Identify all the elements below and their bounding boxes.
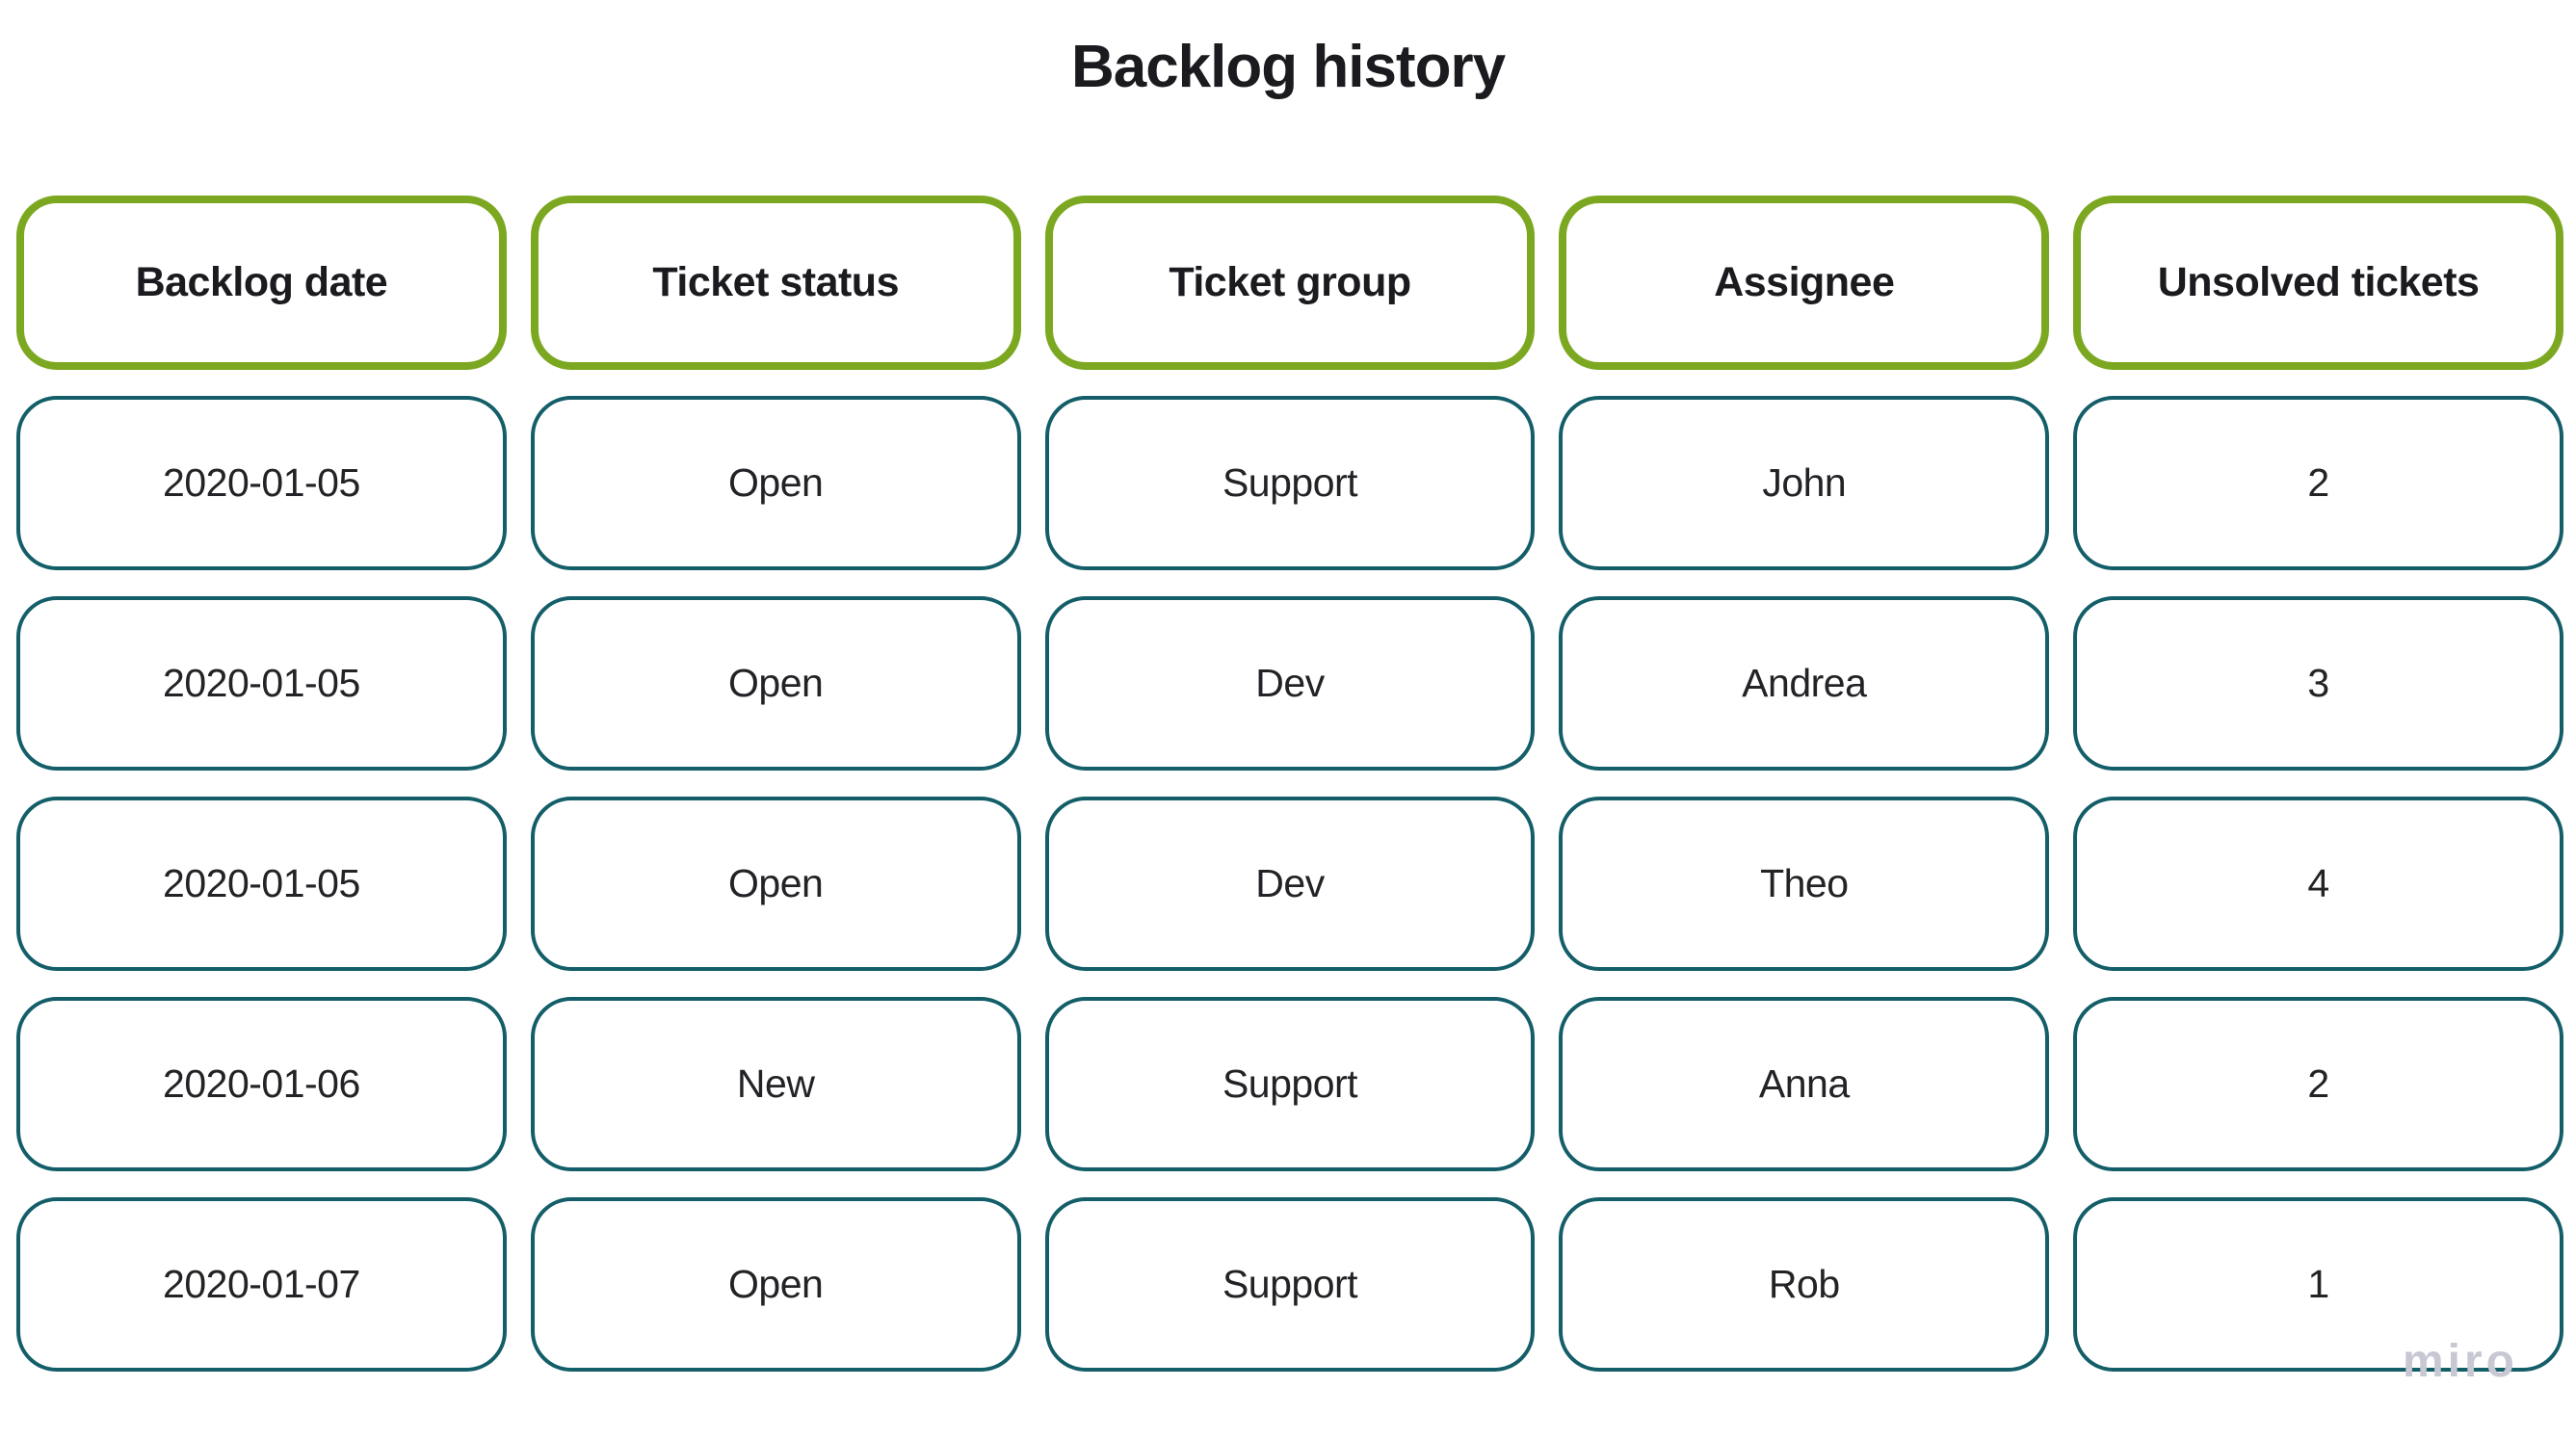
cell-value: New [736,1061,815,1106]
header-label: Ticket group [1169,259,1411,305]
table-cell-backlog-date-row-3[interactable]: 2020-01-05 [16,797,507,971]
table-cell-assignee-row-2[interactable]: Andrea [1559,596,2050,771]
table-cell-unsolved-tickets-row-2[interactable]: 3 [2073,596,2563,771]
table-cell-ticket-status-row-3[interactable]: Open [530,797,1021,971]
table-cell-assignee-row-1[interactable]: John [1559,396,2050,570]
header-label: Backlog date [135,259,388,305]
cell-value: Andrea [1742,661,1867,705]
cell-value: Support [1222,1262,1358,1306]
table-cell-backlog-date-row-5[interactable]: 2020-01-07 [16,1197,507,1372]
table-cell-assignee-row-3[interactable]: Theo [1559,797,2050,971]
cell-value: 2020-01-07 [163,1262,360,1306]
table-cell-ticket-status-row-1[interactable]: Open [530,396,1021,570]
header-cell-backlog-date[interactable]: Backlog date [16,196,507,370]
cell-value: 1 [2307,1262,2329,1306]
cell-value: 4 [2307,861,2329,905]
backlog-history-table: Backlog date Ticket status Ticket group Ass… [16,196,2563,1372]
table-cell-backlog-date-row-4[interactable]: 2020-01-06 [16,997,507,1171]
table-cell-unsolved-tickets-row-1[interactable]: 2 [2073,396,2563,570]
cell-value: 2 [2307,460,2329,505]
header-label: Unsolved tickets [2157,259,2480,305]
cell-value: John [1762,460,1847,505]
cell-value: Dev [1255,861,1325,905]
page-title: Backlog history [1070,34,1506,100]
cell-value: Theo [1760,861,1849,905]
cell-value: Open [728,661,824,705]
cell-value: 2020-01-05 [163,861,360,905]
table-cell-assignee-row-5[interactable]: Rob [1559,1197,2050,1372]
table-cell-backlog-date-row-2[interactable]: 2020-01-05 [16,596,507,771]
table-cell-ticket-group-row-1[interactable]: Support [1044,396,1536,570]
cell-value: 2020-01-06 [163,1061,360,1106]
table-cell-unsolved-tickets-row-5[interactable]: 1 [2073,1197,2563,1372]
table-cell-ticket-status-row-4[interactable]: New [530,997,1021,1171]
cell-value: 2020-01-05 [163,661,360,705]
table-cell-assignee-row-4[interactable]: Anna [1559,997,2050,1171]
header-label: Assignee [1714,259,1895,305]
cell-value: Open [728,1262,824,1306]
cell-value: Anna [1758,1061,1850,1106]
header-cell-assignee[interactable]: Assignee [1559,196,2050,370]
table-cell-ticket-group-row-4[interactable]: Support [1044,997,1536,1171]
cell-value: Support [1222,1061,1358,1106]
header-cell-ticket-status[interactable]: Ticket status [530,196,1021,370]
table-cell-ticket-group-row-2[interactable]: Dev [1044,596,1536,771]
miro-watermark-logo: miro [2402,1336,2518,1387]
cell-value: Rob [1768,1262,1840,1306]
cell-value: Open [728,861,824,905]
header-cell-unsolved-tickets[interactable]: Unsolved tickets [2073,196,2563,370]
cell-value: 2 [2307,1061,2329,1106]
table-cell-ticket-group-row-3[interactable]: Dev [1044,797,1536,971]
cell-value: 3 [2307,661,2329,705]
cell-value: 2020-01-05 [163,460,360,505]
cell-value: Dev [1255,661,1325,705]
table-cell-ticket-status-row-2[interactable]: Open [530,596,1021,771]
table-cell-unsolved-tickets-row-4[interactable]: 2 [2073,997,2563,1171]
table-cell-backlog-date-row-1[interactable]: 2020-01-05 [16,396,507,570]
table-cell-ticket-status-row-5[interactable]: Open [530,1197,1021,1372]
cell-value: Open [728,460,824,505]
table-cell-ticket-group-row-5[interactable]: Support [1044,1197,1536,1372]
header-label: Ticket status [652,259,899,305]
table-cell-unsolved-tickets-row-3[interactable]: 4 [2073,797,2563,971]
header-cell-ticket-group[interactable]: Ticket group [1044,196,1536,370]
cell-value: Support [1222,460,1358,505]
